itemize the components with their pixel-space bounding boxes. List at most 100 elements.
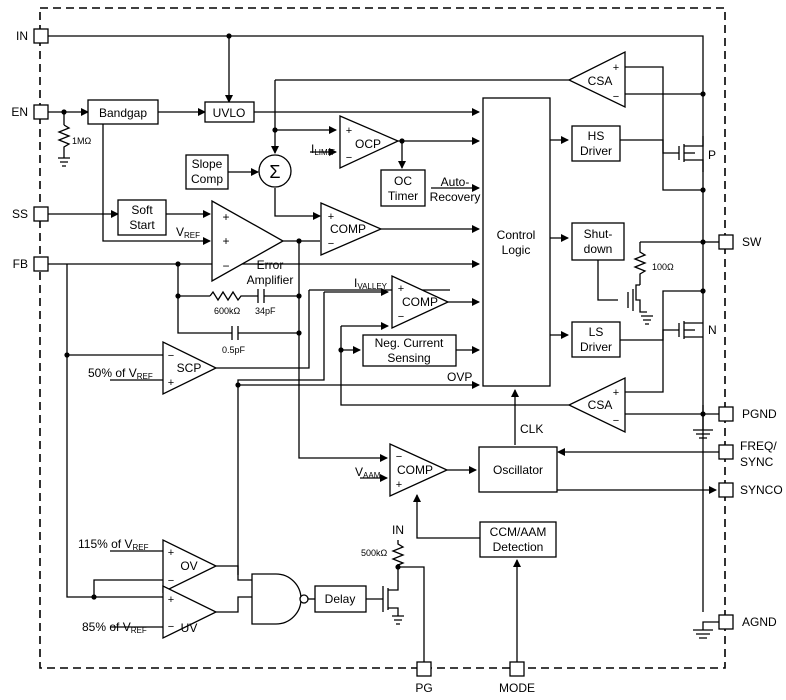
ls-fet: [678, 321, 703, 339]
svg-text:+: +: [613, 387, 619, 399]
scp-label: SCP: [177, 361, 202, 375]
auto-recovery-label-2: Recovery: [430, 190, 481, 204]
c-05p-label: 0.5pF: [222, 345, 246, 355]
pin-sw-label: SW: [742, 235, 762, 249]
pin-synco-label: SYNCO: [740, 483, 783, 497]
uv-amp: + − UV: [162, 584, 218, 640]
svg-text:−: −: [328, 238, 334, 250]
soft-start-label-1: Soft: [131, 203, 153, 217]
auto-recovery-label-1: Auto-: [441, 175, 470, 189]
hs-driver-block: HS Driver: [571, 125, 621, 162]
pin-fb-label: FB: [13, 257, 28, 271]
csa-bottom-label: CSA: [588, 398, 613, 412]
svg-text:+: +: [222, 210, 229, 224]
control-logic-block: Control Logic: [482, 97, 551, 387]
ov-amp: + − OV: [162, 538, 218, 594]
soft-start-label-2: Start: [129, 218, 155, 232]
ivalley-label: IVALLEY: [354, 276, 388, 291]
svg-text:−: −: [222, 259, 229, 273]
soft-start-block: Soft Start: [117, 199, 167, 236]
uvlo-label: UVLO: [213, 106, 246, 120]
pin-agnd[interactable]: AGND: [718, 614, 777, 630]
delay-block: Delay: [314, 585, 367, 613]
r-1m-label: 1MΩ: [72, 136, 92, 146]
nand-gate: [251, 573, 309, 625]
svg-text:−: −: [396, 451, 402, 463]
pin-sw[interactable]: SW: [718, 234, 762, 250]
hs-fet: [678, 136, 704, 172]
ocp-amp: + − OCP: [339, 115, 400, 170]
svg-text:+: +: [168, 377, 174, 389]
comp3-amp: − + COMP: [389, 442, 449, 498]
svg-text:−: −: [168, 575, 174, 587]
neg-current-sensing-label-1: Neg. Current: [375, 336, 444, 350]
error-amplifier: + + − Error Amplifier: [211, 199, 293, 287]
svg-text:+: +: [613, 62, 619, 74]
csa-top-amp: + − CSA: [567, 50, 626, 109]
error-amp-label-1: Error: [257, 258, 284, 272]
slope-comp-block: Slope Comp: [185, 154, 229, 190]
pin-en[interactable]: EN: [11, 104, 49, 120]
svg-text:+: +: [222, 234, 229, 248]
ccm-aam-label-2: Detection: [493, 540, 544, 554]
pin-freq-label: FREQ/: [740, 439, 777, 453]
svg-text:−: −: [346, 152, 352, 164]
ocp-label: OCP: [355, 137, 381, 151]
pin-freq-sync[interactable]: FREQ/ SYNC: [718, 439, 777, 469]
comp1-label: COMP: [330, 222, 366, 236]
pin-ss-label: SS: [12, 207, 28, 221]
ls-driver-label-1: LS: [589, 325, 604, 339]
hs-driver-label-1: HS: [588, 129, 605, 143]
svg-text:+: +: [168, 547, 174, 559]
slope-comp-label-2: Comp: [191, 172, 223, 186]
bandgap-block: Bandgap: [87, 99, 159, 125]
shutdown-label-2: down: [584, 242, 613, 256]
r-500k-label: 500kΩ: [361, 548, 388, 558]
pin-mode-label: MODE: [499, 681, 535, 695]
ovp-label: OVP: [447, 370, 472, 384]
summing-node: Σ: [258, 154, 292, 188]
pin-in[interactable]: IN: [16, 28, 49, 44]
sigma-symbol: Σ: [269, 162, 280, 182]
svg-text:−: −: [168, 350, 174, 362]
pin-pgnd[interactable]: PGND: [718, 406, 777, 422]
comp1-amp: + − COMP: [320, 202, 383, 256]
pin-ss[interactable]: SS: [12, 206, 49, 222]
n-label: N: [708, 323, 717, 337]
hs-driver-label-2: Driver: [580, 144, 612, 158]
svg-text:+: +: [328, 211, 334, 223]
chip-boundary: [39, 7, 726, 669]
pin-pg[interactable]: PG: [415, 661, 433, 695]
csa-top-label: CSA: [588, 74, 613, 88]
oc-timer-label-1: OC: [394, 174, 412, 188]
svg-text:+: +: [168, 594, 174, 606]
delay-label: Delay: [325, 592, 356, 606]
oscillator-block: Oscillator: [478, 446, 558, 493]
pin-fb[interactable]: FB: [13, 256, 49, 272]
pg-pullup-in-label: IN: [392, 523, 404, 537]
ccm-aam-label-1: CCM/AAM: [490, 525, 547, 539]
r-600k-label: 600kΩ: [214, 306, 241, 316]
svg-text:+: +: [398, 283, 404, 295]
shutdown-label-1: Shut-: [584, 227, 613, 241]
neg-current-sensing-label-2: Sensing: [387, 351, 430, 365]
oc-timer-block: OC Timer: [380, 169, 426, 207]
pin-en-label: EN: [11, 105, 28, 119]
clk-label: CLK: [520, 422, 543, 436]
pin-synco[interactable]: SYNCO: [718, 482, 783, 498]
svg-text:−: −: [613, 91, 619, 103]
control-logic-label-2: Logic: [502, 243, 531, 257]
oscillator-label: Oscillator: [493, 463, 543, 477]
uv-ref-label: 85% of VREF: [82, 620, 147, 635]
svg-text:−: −: [613, 415, 619, 427]
bandgap-label: Bandgap: [99, 106, 147, 120]
svg-text:−: −: [168, 621, 174, 633]
pin-pg-label: PG: [415, 681, 432, 695]
uv-label: UV: [181, 621, 198, 635]
uvlo-block: UVLO: [204, 101, 255, 123]
pin-mode[interactable]: MODE: [499, 661, 535, 695]
ls-driver-block: LS Driver: [571, 321, 621, 358]
junction-dots: [61, 33, 706, 600]
